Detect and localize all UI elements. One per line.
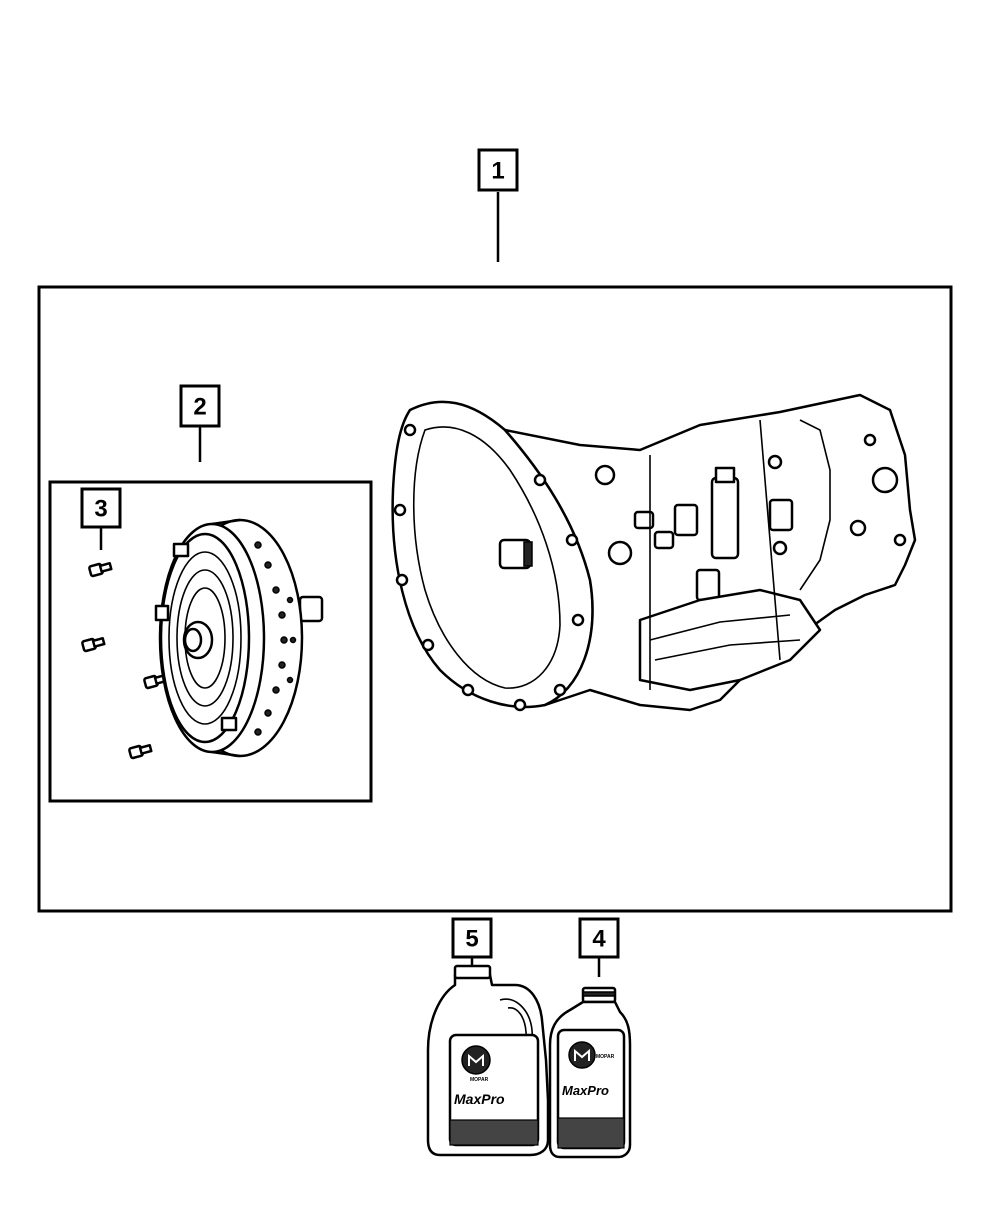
bolt-1 (88, 561, 113, 578)
jug-logo-word: MOPAR (470, 1077, 489, 1083)
assembly-frame (37, 285, 953, 913)
quart-brand-label: MaxPro (562, 1083, 609, 1098)
callout-3[interactable]: 3 (80, 487, 122, 529)
torque-converter (154, 518, 324, 758)
callout-3-label: 3 (94, 496, 107, 523)
jug-brand-label: MaxPro (454, 1091, 505, 1107)
callout-2[interactable]: 2 (179, 384, 221, 428)
bolt-4 (128, 743, 153, 760)
bell-bolts (393, 423, 585, 712)
converter-bolts (81, 561, 168, 760)
callout-1-label: 1 (491, 158, 504, 185)
bolt-2 (81, 636, 106, 653)
bolt-3 (143, 673, 168, 690)
quart-logo-word: MOPAR (596, 1054, 615, 1060)
fluid-quart-bottle: MOPAR MaxPro (548, 986, 632, 1159)
callout-4-label: 4 (592, 926, 606, 953)
fluid-jug: MOPAR MaxPro (426, 964, 550, 1157)
callout-5[interactable]: 5 (451, 917, 493, 959)
callout-1[interactable]: 1 (477, 148, 519, 192)
callout-5-label: 5 (465, 926, 478, 953)
converter-teeth (254, 541, 297, 736)
callout-2-label: 2 (193, 394, 206, 421)
transmission-assembly (391, 393, 917, 712)
callout-4[interactable]: 4 (578, 917, 620, 959)
torque-converter-frame (48, 480, 373, 803)
